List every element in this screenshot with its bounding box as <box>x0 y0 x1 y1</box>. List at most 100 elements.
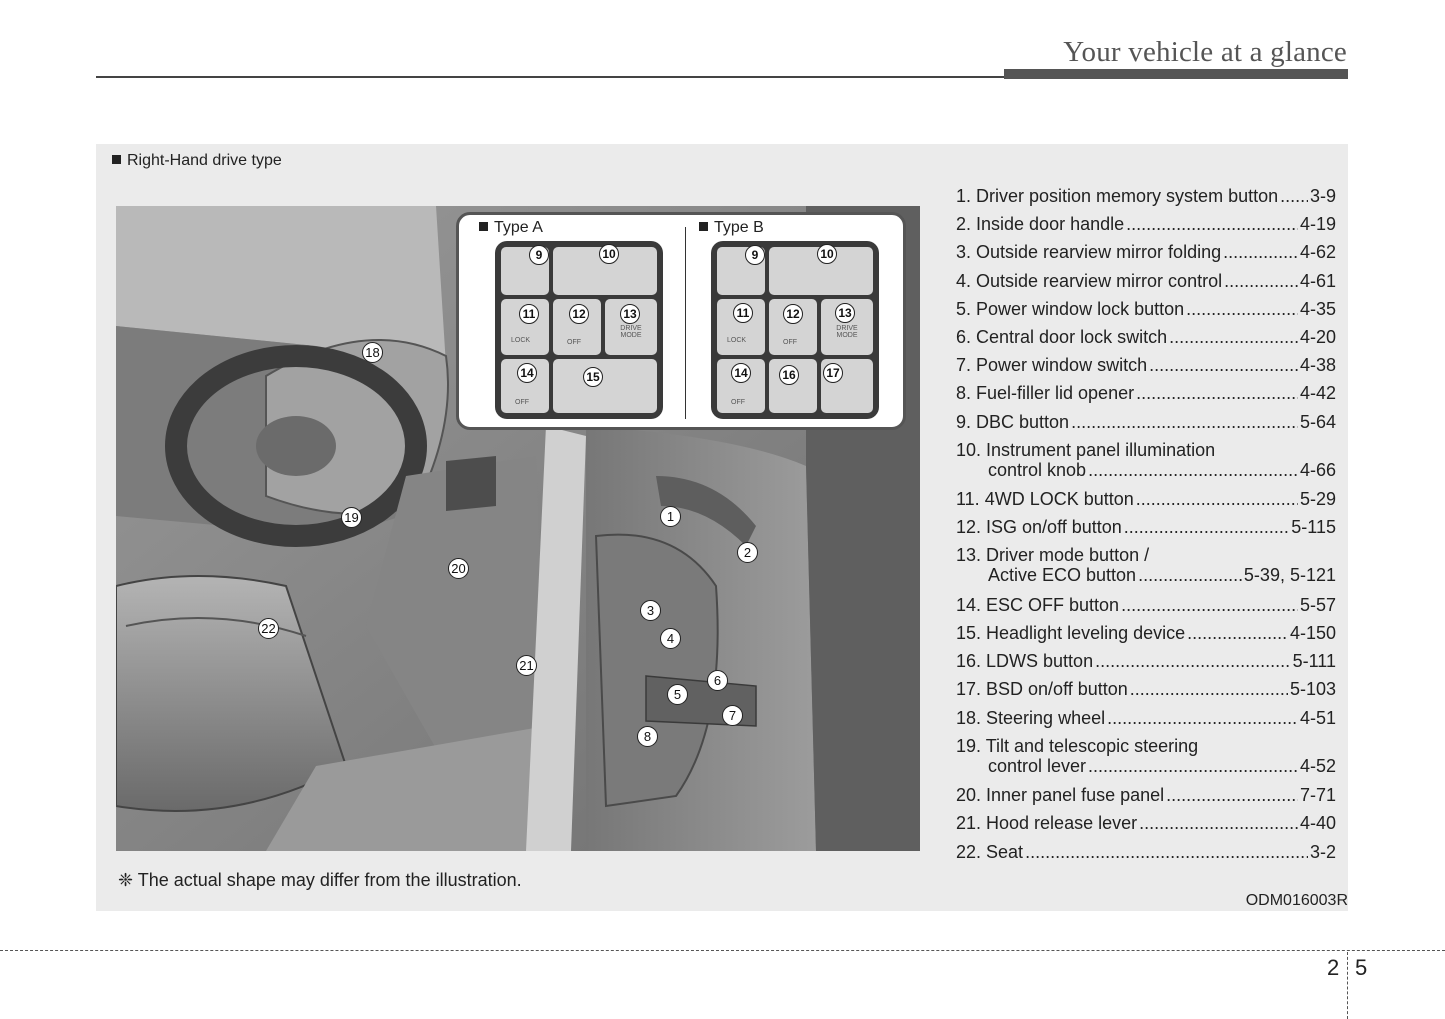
legend-item: 9. DBC button 5-64 <box>956 412 1336 440</box>
header-accent-bar <box>1004 69 1348 79</box>
header-rule <box>96 76 1006 78</box>
legend-item: 4. Outside rearview mirror control4-61 <box>956 271 1336 299</box>
legend-item-label: 18. Steering wheel <box>956 707 1106 728</box>
drive-sublabel: DRIVE <box>620 325 642 332</box>
callout-9: 9 <box>745 245 765 265</box>
legend-item: 15. Headlight leveling device4-150 <box>956 623 1336 651</box>
leader-dots <box>1186 299 1298 319</box>
lock-sublabel: LOCK <box>511 337 531 344</box>
leader-dots <box>1149 355 1298 375</box>
callout-10: 10 <box>817 244 837 264</box>
illustration-disclaimer: ❈ The actual shape may differ from the i… <box>118 870 522 890</box>
callout-19: 19 <box>341 507 362 528</box>
legend-item-page: 4-66 <box>1299 459 1336 480</box>
leader-dots <box>1139 813 1298 833</box>
square-bullet-icon <box>699 222 708 231</box>
type-a-label: Type A <box>479 219 543 237</box>
callout-12: 12 <box>783 304 803 324</box>
callout-13: 13 <box>835 303 855 323</box>
callout-5: 5 <box>667 684 688 705</box>
legend-item-label-line2: control knob <box>988 459 1087 480</box>
legend-item-label: 21. Hood release lever <box>956 813 1138 834</box>
legend-item-page: 7-71 <box>1299 785 1336 806</box>
leader-dots <box>1071 412 1298 432</box>
legend-item-label: 11. 4WD LOCK button <box>956 489 1134 510</box>
mode-sublabel: MODE <box>620 332 642 339</box>
leader-dots <box>1088 756 1298 776</box>
legend-item-label: 20. Inner panel fuse panel <box>956 785 1165 806</box>
footer-dashed-rule <box>0 950 1445 951</box>
type-a-label-text: Type A <box>494 219 543 236</box>
legend-item: 6. Central door lock switch4-20 <box>956 327 1336 355</box>
legend-item-page: 4-61 <box>1299 270 1336 291</box>
figure-label: Right-Hand drive type <box>112 152 282 170</box>
legend-item: 22. Seat3-2 <box>956 842 1336 870</box>
callout-10: 10 <box>599 244 619 264</box>
leader-dots <box>1107 708 1298 728</box>
legend-item-label: 19. Tilt and telescopic steering <box>956 735 1199 756</box>
legend-item-page: 4-19 <box>1299 214 1336 235</box>
callout-14: 14 <box>517 363 537 383</box>
legend-item-label: 8. Fuel-filler lid opener <box>956 383 1135 404</box>
lock-sublabel: LOCK <box>727 337 747 344</box>
legend-item-label-line2: control lever <box>988 755 1087 776</box>
leader-dots <box>1223 242 1298 262</box>
callout-16: 16 <box>779 365 799 385</box>
legend-item-label: 1. Driver position memory system button <box>956 186 1279 206</box>
leader-dots <box>1088 460 1298 480</box>
legend-item-label: 5. Power window lock button <box>956 298 1185 319</box>
legend-item-page: 5-29 <box>1299 489 1336 510</box>
legend-item-label: 15. Headlight leveling device <box>956 623 1186 644</box>
legend-item-page: 4-35 <box>1299 298 1336 319</box>
legend-item-label: 9. DBC button <box>956 411 1070 432</box>
figure-code: ODM016003R <box>1245 892 1348 909</box>
leader-dots <box>1126 214 1298 234</box>
headlight-leveling-dial <box>553 359 657 413</box>
callout-4: 4 <box>660 628 681 649</box>
callout-13: 13 <box>620 304 640 324</box>
legend-item: 13. Driver mode button /Active ECO butto… <box>956 545 1336 594</box>
type-b-label: Type B <box>699 219 764 237</box>
inset-divider <box>685 227 686 419</box>
legend-item-page: 5-39, 5-121 <box>1243 565 1336 586</box>
leader-dots <box>1121 595 1298 615</box>
legend-item: 3. Outside rearview mirror folding4-62 <box>956 242 1336 270</box>
figure-label-text: Right-Hand drive type <box>127 152 282 169</box>
leader-dots <box>1124 517 1290 537</box>
square-bullet-icon <box>112 155 121 164</box>
legend-item: 18. Steering wheel4-51 <box>956 708 1336 736</box>
callout-15: 15 <box>583 367 603 387</box>
callout-14: 14 <box>731 363 751 383</box>
leader-dots <box>1166 785 1298 805</box>
legend-item-label: 12. ISG on/off button <box>956 517 1122 538</box>
legend-item-label: 3. Outside rearview mirror folding <box>956 242 1222 263</box>
callout-11: 11 <box>519 304 539 324</box>
legend-item-label: 16. LDWS button <box>956 651 1094 672</box>
legend-item-page: 4-38 <box>1299 355 1336 376</box>
leader-dots <box>1187 623 1288 643</box>
legend-item: 11. 4WD LOCK button 5-29 <box>956 489 1336 517</box>
esc-off-button: OFF <box>501 359 549 413</box>
type-b-label-text: Type B <box>714 219 764 236</box>
callout-17: 17 <box>823 363 843 383</box>
page-header-title: Your vehicle at a glance <box>1063 36 1347 68</box>
legend-item: 16. LDWS button5-111 <box>956 651 1336 679</box>
legend-item-page: 3-2 <box>1309 841 1336 862</box>
footer-dashed-divider <box>1347 952 1348 1019</box>
off-sublabel: OFF <box>731 399 745 406</box>
legend-item: 12. ISG on/off button 5-115 <box>956 517 1336 545</box>
legend-item-page: 5-57 <box>1299 594 1336 615</box>
legend-item-page: 5-64 <box>1299 411 1336 432</box>
component-legend-list: 1. Driver position memory system button 3… <box>956 186 1336 870</box>
off-sublabel: OFF <box>567 339 581 346</box>
legend-item: 17. BSD on/off button5-103 <box>956 679 1336 707</box>
callout-12: 12 <box>569 304 589 324</box>
leader-dots <box>1025 842 1308 862</box>
legend-item-label: 7. Power window switch <box>956 355 1148 376</box>
drive-sublabel: DRIVE <box>836 325 858 332</box>
interior-drawing <box>116 206 920 851</box>
legend-item: 5. Power window lock button 4-35 <box>956 299 1336 327</box>
legend-item-page: 5-115 <box>1291 517 1336 538</box>
